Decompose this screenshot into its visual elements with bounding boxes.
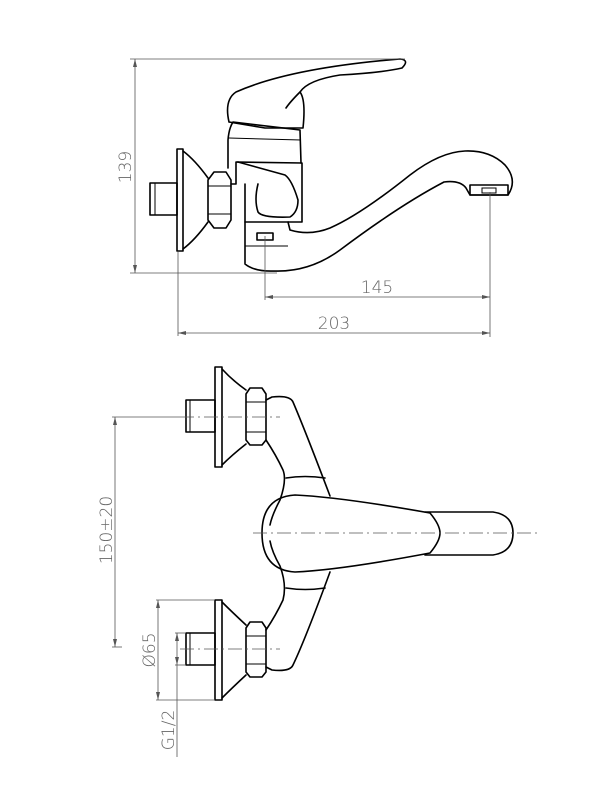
thread-dimension: G1/2	[159, 632, 186, 757]
escutcheon-diameter-dim-label: Ø65	[140, 632, 160, 667]
spout-reach-dim-label: 145	[361, 278, 393, 298]
side-view: 139 145 203	[116, 58, 514, 337]
height-dimension: 139	[116, 58, 405, 274]
center-distance-dim-label: 150±20	[97, 496, 117, 564]
spout-reach-dimension: 145	[264, 192, 491, 337]
top-view: 150±20 Ø65 G1/2	[97, 366, 537, 757]
faucet-top-outline	[180, 366, 537, 701]
height-dim-label: 139	[116, 151, 136, 183]
total-depth-dim-label: 203	[318, 314, 350, 334]
total-depth-dimension: 203	[177, 252, 490, 336]
escutcheon-diameter-dimension: Ø65	[140, 599, 215, 701]
thread-dim-label: G1/2	[159, 710, 179, 751]
center-distance-dimension: 150±20	[97, 416, 180, 648]
faucet-side-outline	[149, 58, 514, 272]
